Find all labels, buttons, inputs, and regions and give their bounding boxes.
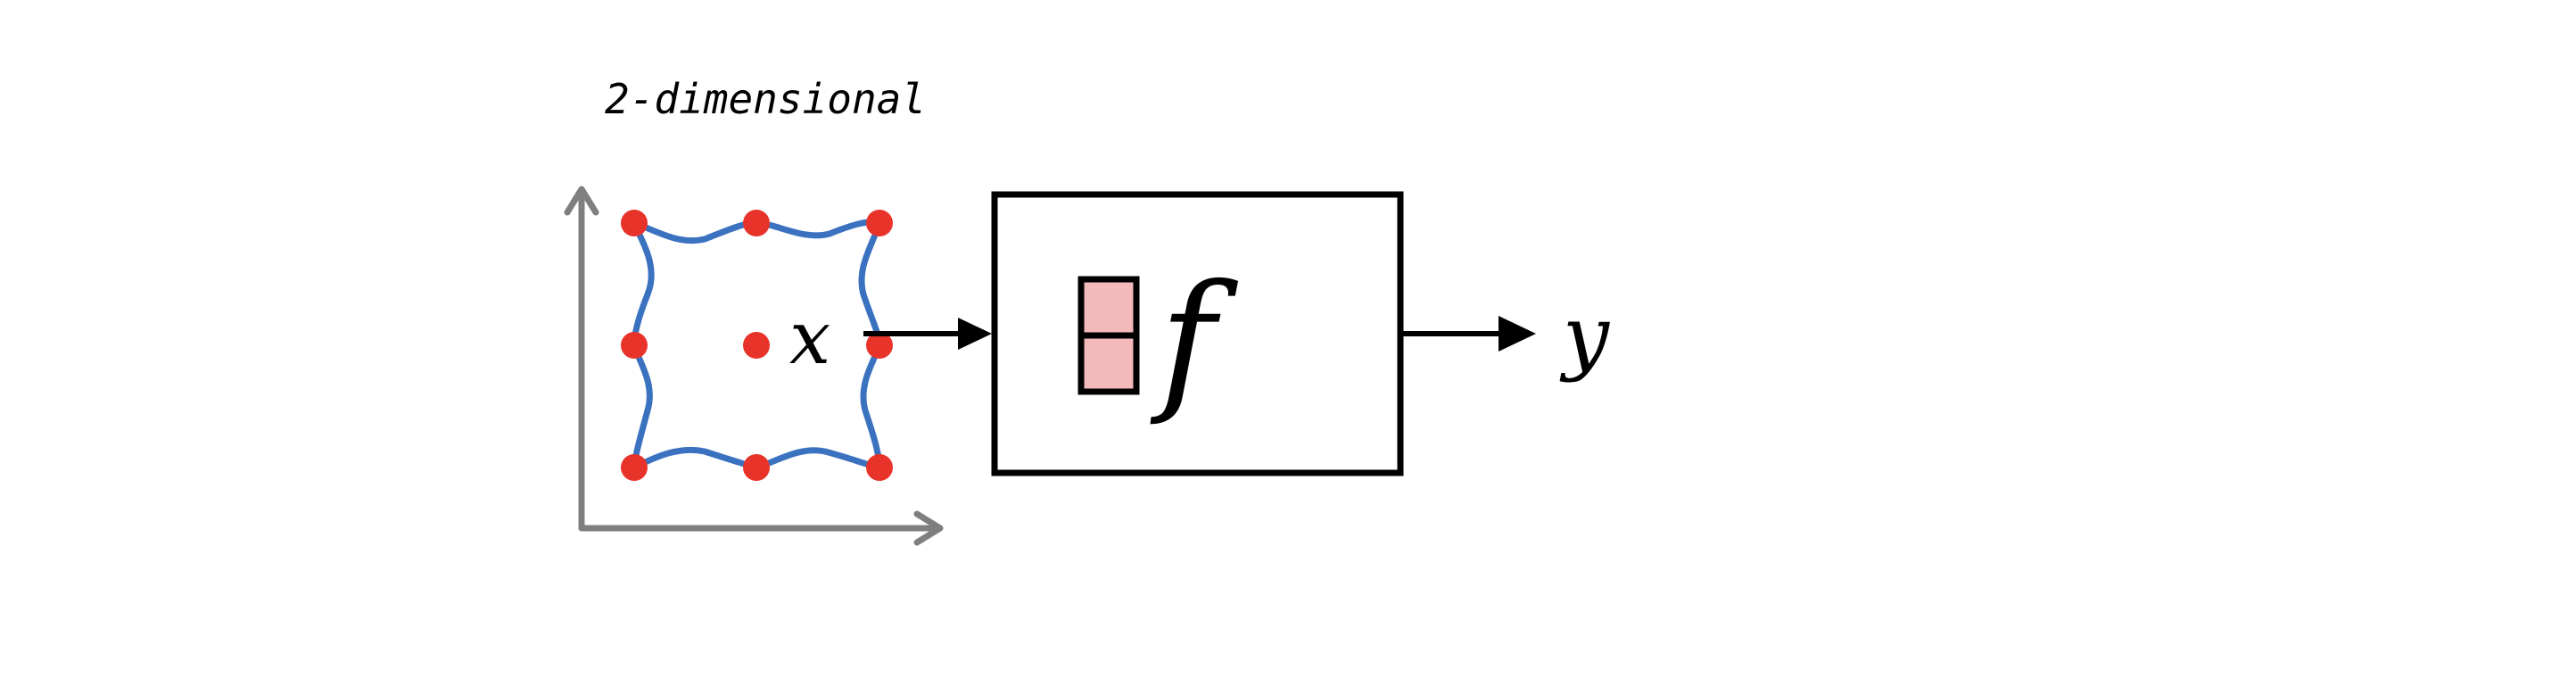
parameter-blocks: [1077, 276, 1140, 395]
x-axis-arrowhead: [913, 510, 944, 546]
sample-point: [743, 210, 770, 236]
coordinate-axes: [564, 186, 944, 546]
function-box: [991, 191, 1404, 476]
sample-point: [866, 454, 893, 481]
parameter-block-top: [1077, 276, 1140, 339]
sample-point: [866, 332, 893, 359]
sample-point: [743, 454, 770, 481]
y-axis-arrowhead: [564, 186, 599, 216]
sample-points: [621, 210, 893, 481]
output-label-y: y: [1559, 288, 1610, 384]
sample-point: [621, 454, 648, 481]
title-2-dimensional: 2-dimensional: [605, 75, 926, 123]
sample-point: [621, 210, 648, 236]
input-label-x: x: [789, 296, 830, 381]
sample-point: [866, 210, 893, 236]
parameter-block-bottom: [1077, 332, 1140, 395]
sample-point: [621, 332, 648, 359]
input-arrow: [863, 318, 992, 350]
sample-point: [743, 332, 770, 359]
output-arrow: [1400, 316, 1536, 352]
